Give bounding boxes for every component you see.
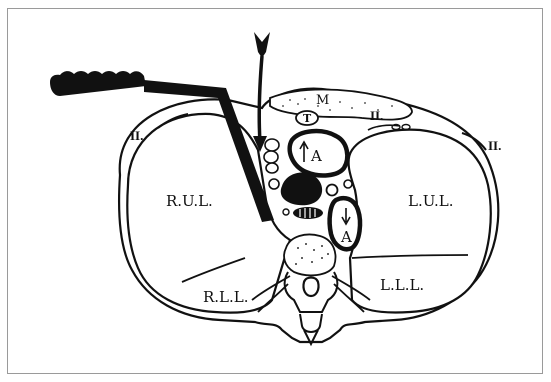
surgical-instrument-handle	[50, 71, 146, 96]
label-descending-aorta: A	[340, 228, 352, 246]
label-ascending-aorta: A	[310, 147, 322, 165]
spinous-process	[300, 314, 322, 344]
label-trachea: T	[303, 112, 312, 125]
svc-vessels	[264, 139, 279, 173]
spinal-canal	[303, 278, 318, 297]
label-left-upper-lobe: L.U.L.	[408, 192, 454, 210]
arrow-shaft	[259, 56, 262, 142]
arrow-feather	[254, 32, 270, 58]
esophagus	[293, 207, 323, 219]
label-right-upper-lobe: R.U.L.	[166, 192, 213, 210]
small-vessel-3	[344, 180, 352, 188]
label-left-lower-lobe: L.L.L.	[380, 276, 424, 294]
small-vessel-4	[283, 209, 289, 215]
small-vessel-1	[269, 179, 279, 189]
label-mediastinum: M	[316, 93, 329, 108]
label-rib-right: II.	[130, 128, 143, 143]
mediastinum-shape	[270, 90, 412, 120]
pulmonary-mass	[281, 173, 322, 206]
small-vessel-2	[327, 185, 338, 196]
label-rib-top: II.	[370, 108, 383, 123]
label-right-lower-lobe: R.L.L.	[203, 288, 249, 306]
label-rib-left: II.	[488, 138, 501, 153]
